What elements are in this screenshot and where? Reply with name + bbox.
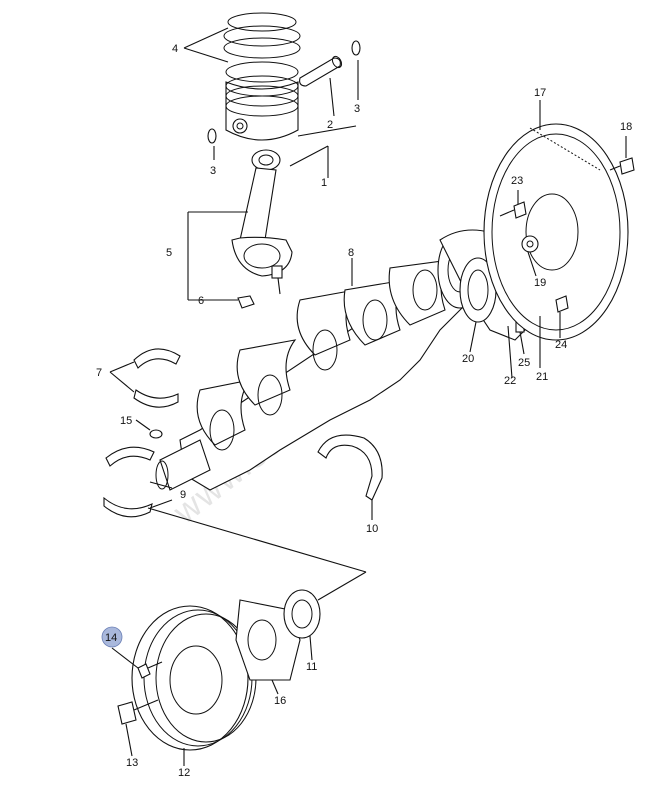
callout-11: 11 [306,661,317,673]
bolt-24[interactable] [555,295,569,313]
callout-labels: 4 2 3 3 1 17 18 23 8 5 6 19 24 20 25 22 … [96,43,632,779]
bolt-23[interactable] [499,201,527,219]
callout-2: 2 [327,119,333,131]
callout-25: 25 [518,357,530,369]
callout-4: 4 [172,43,178,55]
callout-22: 22 [504,375,516,387]
flywheel[interactable] [483,123,629,341]
callout-24: 24 [555,339,567,351]
callout-12: 12 [178,767,190,779]
callout-21: 21 [536,371,548,383]
callout-13: 13 [126,757,138,769]
callout-15: 15 [120,415,132,427]
callout-17: 17 [534,87,546,99]
front-oil-seal[interactable] [283,589,321,639]
dowel-pin[interactable] [149,429,163,439]
main-bearing-upper[interactable] [133,348,181,408]
connecting-rod[interactable] [231,149,293,309]
callout-20: 20 [462,353,474,365]
leader-lines [109,27,627,766]
callout-19: 19 [534,277,546,289]
callout-3: 3 [354,103,360,115]
callout-14-highlight [101,626,123,648]
callout-6: 6 [198,295,204,307]
thrust-bearing[interactable] [317,434,383,501]
callout-8: 8 [348,247,354,259]
callout-5: 5 [166,247,172,259]
pulley-bolt[interactable] [117,699,159,725]
callout-10: 10 [366,523,378,535]
main-bearing-lower[interactable] [103,446,155,518]
callout-1: 1 [321,177,327,189]
piston-assembly[interactable] [207,12,361,144]
callout-14: 14 [105,632,117,644]
callout-7: 7 [96,367,102,379]
callout-18: 18 [620,121,632,133]
pulley-bolt-small[interactable] [137,661,163,679]
callout-23: 23 [511,175,523,187]
flywheel-bolt[interactable] [609,157,635,175]
callout-9: 9 [180,489,186,501]
callout-16: 16 [274,695,286,707]
callout-3: 3 [210,165,216,177]
